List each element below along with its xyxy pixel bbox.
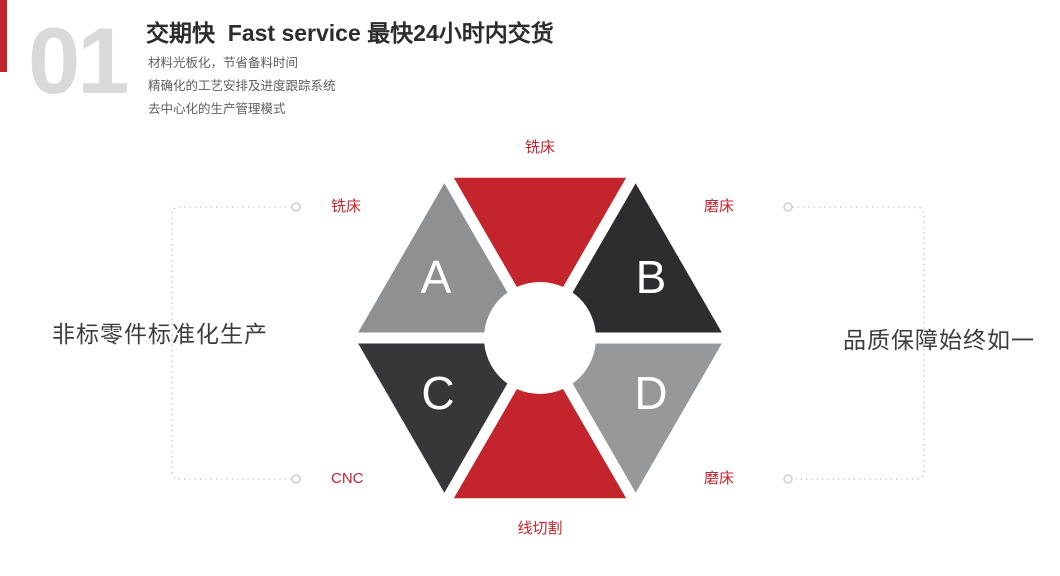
connector-dot [783,474,793,484]
segment-letter-b: B [635,251,667,303]
segment-letter-d: D [634,367,668,419]
label-top: 铣床 [524,139,555,156]
label-lower-right: 磨床 [704,470,735,487]
label-upper-right: 磨床 [704,198,735,215]
segment-letter-c: C [421,367,455,419]
bullet-list: 材料光板化，节省备料时间 精确化的工艺安排及进度跟踪系统 去中心化的生产管理模式 [148,52,336,121]
section-number: 01 [28,8,130,113]
hexagon-center-circle [484,282,596,394]
connector-dot [291,474,301,484]
segment-letter-a: A [420,251,452,303]
accent-bar [0,0,7,72]
hexagon-segment-upper-left [355,177,540,338]
left-connector-line [171,206,292,480]
hexagon-segment-bottom [447,338,633,499]
right-connector-line [792,206,925,480]
hexagon-segment-lower-left [355,338,540,499]
bullet-line: 去中心化的生产管理模式 [148,102,286,116]
left-caption: 非标零件标准化生产 [52,321,268,347]
hexagon-segment-upper-right [540,177,725,338]
connector-dot [783,202,793,212]
label-bottom: 线切割 [517,520,563,537]
section-title: 交期快 Fast service 最快24小时内交货 [146,20,554,46]
label-lower-left: CNC [331,470,364,487]
hexagon-segment-top [447,177,633,338]
right-caption: 品质保障始终如一 [843,327,1035,353]
connector-dot [291,202,301,212]
hexagon-segment-lower-right [540,338,725,499]
label-upper-left: 铣床 [331,198,362,215]
bullet-line: 材料光板化，节省备料时间 [148,56,299,70]
bullet-line: 精确化的工艺安排及进度跟踪系统 [148,79,336,93]
